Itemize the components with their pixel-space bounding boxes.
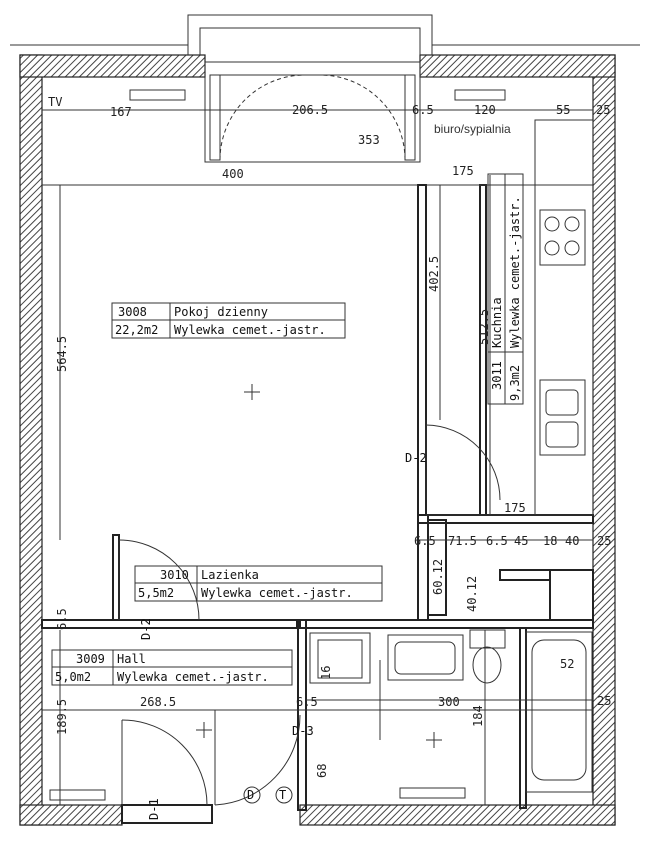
dim-text: 25 bbox=[597, 534, 611, 548]
door-swings bbox=[118, 420, 501, 806]
dim-text: 6.5 bbox=[296, 695, 318, 709]
socket-t-icon bbox=[275, 786, 293, 804]
socket-t-label: T bbox=[279, 788, 286, 802]
wall-east bbox=[592, 54, 616, 826]
room-name: Hall bbox=[117, 652, 146, 666]
room-code: 3009 bbox=[76, 652, 105, 666]
dim-text: 189.5 bbox=[55, 699, 69, 735]
exterior-walls bbox=[19, 54, 616, 826]
dim-text: 184 bbox=[471, 705, 485, 727]
dimension-texts: TV 167 206.5 6.5 120 55 25 353 400 175 5… bbox=[48, 95, 611, 778]
dim-text: 175 bbox=[504, 501, 526, 515]
room-floor: Wylewka cemet.-jastr. bbox=[201, 586, 353, 600]
dim-text: 40.12 bbox=[465, 576, 479, 612]
dim-text: 512.5 bbox=[477, 309, 491, 345]
kitchen-counter bbox=[534, 119, 594, 516]
dim-text: 52 bbox=[560, 657, 574, 671]
kitchen-sink bbox=[539, 379, 586, 456]
room-floor: Wylewka cemet.-jastr. bbox=[117, 670, 269, 684]
door-label: D-1 bbox=[147, 798, 161, 820]
room-area: 5,5m2 bbox=[138, 586, 174, 600]
dim-tv: TV bbox=[48, 95, 62, 109]
radiator-kitchen bbox=[454, 89, 506, 101]
toilet-tank bbox=[469, 629, 506, 649]
dim-text: 300 bbox=[438, 695, 460, 709]
door-label: D-3 bbox=[292, 724, 314, 738]
socket-d-icon bbox=[243, 786, 261, 804]
room-label-bath: 3010 Lazienka 5,5m2 Wylewka cemet.-jastr… bbox=[134, 565, 383, 602]
bathtub bbox=[525, 631, 593, 793]
dim-text: 268.5 bbox=[140, 695, 176, 709]
dim-text: 55 bbox=[556, 103, 570, 117]
room-centre-markers bbox=[196, 384, 442, 748]
washing-machine bbox=[309, 632, 371, 684]
room-name: Lazienka bbox=[201, 568, 259, 582]
room-area: 22,2m2 bbox=[115, 323, 158, 337]
dim-text: 25 bbox=[596, 103, 610, 117]
watermark: biuro/sypialnia bbox=[434, 122, 511, 136]
wall-north-left bbox=[19, 54, 206, 78]
dim-text: 353 bbox=[358, 133, 380, 147]
wall-west bbox=[19, 54, 43, 826]
dim-text: 71.5 bbox=[448, 534, 477, 548]
dim-text: 167 bbox=[110, 105, 132, 119]
dim-text: 25 bbox=[597, 694, 611, 708]
dim-text: 206.5 bbox=[292, 103, 328, 117]
dim-text: 6.5 bbox=[55, 608, 69, 630]
radiator-living bbox=[129, 89, 186, 101]
wall-south-left bbox=[19, 804, 123, 826]
dim-text: 6.5 bbox=[486, 534, 508, 548]
dim-text: 68 bbox=[315, 764, 329, 778]
dim-text: 45 bbox=[514, 534, 528, 548]
dim-text: 6.5 bbox=[412, 103, 434, 117]
wall-south-right bbox=[299, 804, 616, 826]
room-label-hall: 3009 Hall 5,0m2 Wylewka cemet.-jastr. bbox=[51, 649, 293, 686]
socket-d-label: D bbox=[247, 788, 254, 802]
radiator-bath bbox=[399, 787, 466, 799]
door-label: D-2 bbox=[139, 618, 153, 640]
dimension-lines bbox=[42, 109, 593, 805]
dim-text: 18 bbox=[543, 534, 557, 548]
stove bbox=[539, 209, 586, 266]
balcony-door bbox=[204, 61, 421, 163]
room-area: 5,0m2 bbox=[55, 670, 91, 684]
dim-text: 402.5 bbox=[427, 256, 441, 292]
door-label: D-2 bbox=[405, 451, 427, 465]
dim-text: 6.5 bbox=[414, 534, 436, 548]
room-area: 9,3m2 bbox=[508, 365, 522, 401]
toilet bbox=[472, 646, 502, 684]
radiator-hall bbox=[49, 789, 106, 801]
dim-text: 175 bbox=[452, 164, 474, 178]
room-label-kitchen: 3011 Kuchnia 9,3m2 Wylewka cemet.-jastr. bbox=[487, 173, 524, 405]
room-name: Pokoj dzienny bbox=[174, 305, 268, 319]
bathroom-fixtures bbox=[309, 629, 593, 793]
room-code: 3008 bbox=[118, 305, 147, 319]
room-code: 3011 bbox=[490, 361, 504, 390]
room-name: Kuchnia bbox=[490, 297, 504, 348]
dim-text: 40 bbox=[565, 534, 579, 548]
washbasin bbox=[387, 634, 464, 681]
room-floor: Wylewka cemet.-jastr. bbox=[174, 323, 326, 337]
dim-text: 120 bbox=[474, 103, 496, 117]
dim-text: 564.5 bbox=[55, 336, 69, 372]
dim-text: 400 bbox=[222, 167, 244, 181]
room-floor: Wylewka cemet.-jastr. bbox=[508, 196, 522, 348]
room-code: 3010 bbox=[160, 568, 189, 582]
balcony-frame bbox=[10, 14, 640, 55]
room-label-living: 3008 Pokoj dzienny 22,2m2 Wylewka cemet.… bbox=[111, 302, 346, 339]
dim-text: 60.12 bbox=[431, 559, 445, 595]
dim-text: 16 bbox=[319, 666, 333, 680]
wall-north-right bbox=[419, 54, 616, 78]
